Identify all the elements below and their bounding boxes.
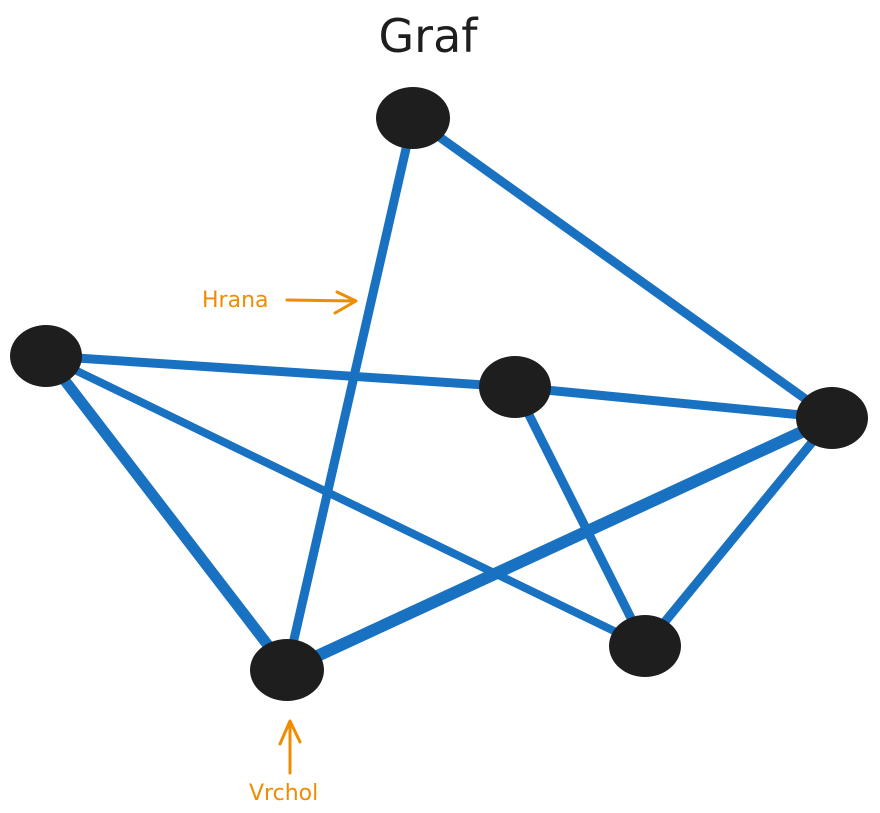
edge-label: Hrana <box>202 288 269 313</box>
edge-n3-n6 <box>510 382 650 651</box>
edge-n2-n6 <box>42 352 649 650</box>
edge-n3-n4 <box>510 382 837 423</box>
vertex-label: Vrchol <box>249 781 318 806</box>
vertex-center <box>479 356 551 418</box>
vertex-right <box>796 387 868 449</box>
vertex-bottom-right <box>609 615 681 677</box>
vertex-left <box>10 325 82 387</box>
nodes-layer <box>10 87 868 701</box>
vertex-top <box>376 87 450 149</box>
diagram-title: Graf <box>379 9 480 63</box>
edge-arrow-icon <box>285 290 358 315</box>
edges-layer <box>40 113 838 676</box>
edge-n1-n4 <box>408 113 837 423</box>
edge-n2-n3 <box>41 351 520 392</box>
edge-n2-n5 <box>40 350 293 676</box>
edge-n1-n5 <box>282 113 418 675</box>
edge-n4-n5 <box>281 412 838 676</box>
vertex-arrow-icon <box>278 719 302 775</box>
edge-n4-n6 <box>640 413 837 651</box>
vertex-bottom-left <box>250 639 324 701</box>
vertex-annotation: Vrchol <box>249 719 318 806</box>
edge-annotation: Hrana <box>202 288 358 315</box>
